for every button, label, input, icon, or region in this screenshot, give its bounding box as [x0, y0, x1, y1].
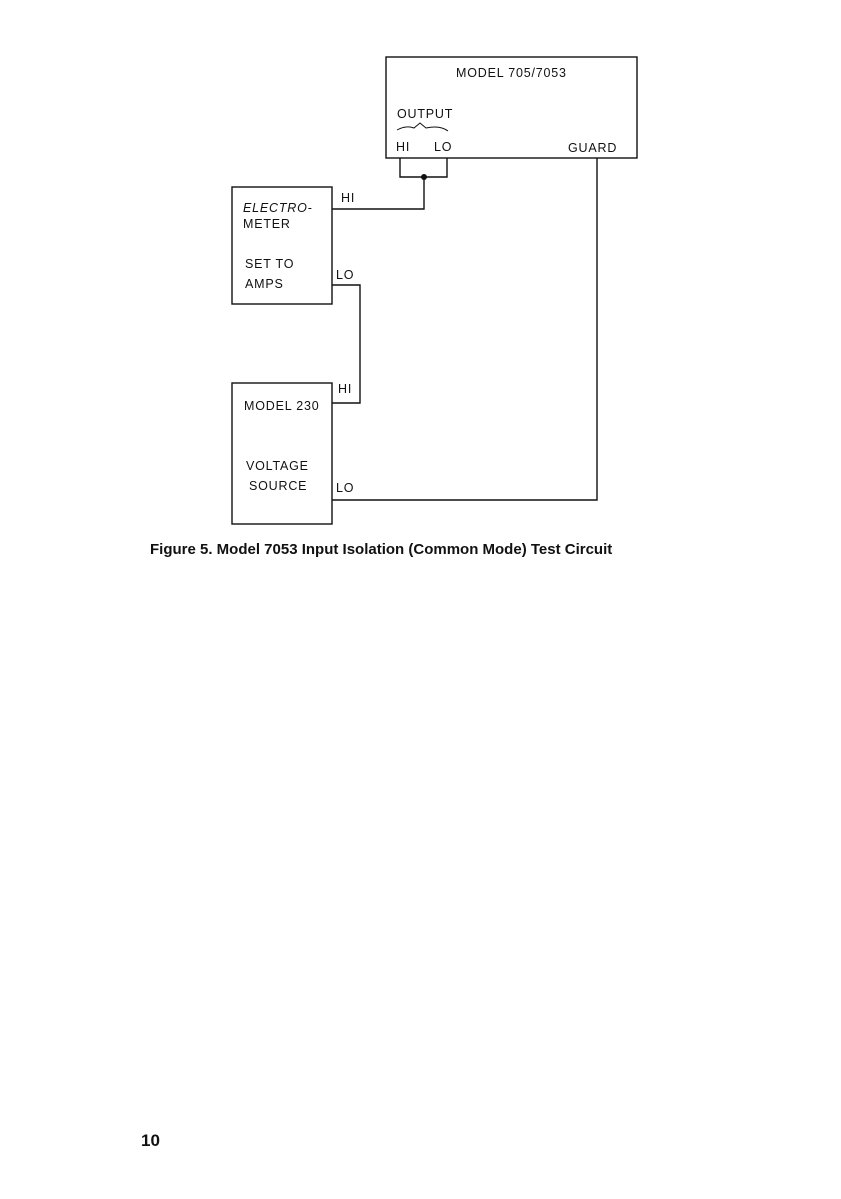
model-705-title: MODEL 705/7053 — [456, 66, 567, 80]
electrometer-line2: METER — [243, 217, 291, 231]
model-230-lo-label: LO — [336, 481, 354, 495]
electrometer-lo-label: LO — [336, 268, 354, 282]
guard-label: GUARD — [568, 141, 617, 155]
model-230-hi-label: HI — [338, 382, 352, 396]
model-705-7053-box: MODEL 705/7053 OUTPUT HI LO GUARD — [386, 57, 637, 158]
electrometer-line1: ELECTRO- — [243, 201, 313, 215]
circuit-wires — [332, 158, 597, 500]
electrometer-line3: SET TO — [245, 257, 294, 271]
electrometer-box: ELECTRO- METER SET TO AMPS HI LO — [232, 187, 355, 304]
output-brace — [397, 123, 448, 131]
model-230-line3: SOURCE — [249, 479, 307, 493]
output-hi-label: HI — [396, 140, 410, 154]
model-230-line2: VOLTAGE — [246, 459, 309, 473]
output-lo-label: LO — [434, 140, 452, 154]
electrometer-hi-label: HI — [341, 191, 355, 205]
figure-caption: Figure 5. Model 7053 Input Isolation (Co… — [150, 541, 612, 558]
model-230-line1: MODEL 230 — [244, 399, 320, 413]
output-label: OUTPUT — [397, 107, 453, 121]
page-number: 10 — [141, 1131, 160, 1151]
electrometer-line4: AMPS — [245, 277, 284, 291]
